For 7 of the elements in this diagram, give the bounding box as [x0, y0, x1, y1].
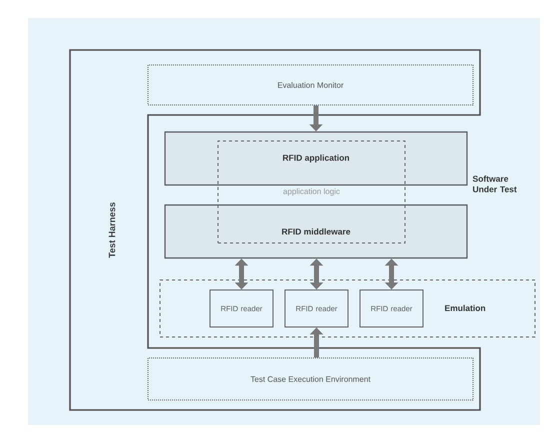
- side-label: Software Under Test: [472, 176, 517, 192]
- dotted-box: Test Case Execution Environment: [148, 358, 474, 400]
- layer-box: RFID application: [164, 131, 468, 186]
- dotted-box: Evaluation Monitor: [148, 64, 474, 106]
- harness-label: Test Harness: [108, 202, 116, 258]
- box-label: Emulation: [445, 304, 486, 312]
- layer-box: RFID middleware: [164, 204, 468, 259]
